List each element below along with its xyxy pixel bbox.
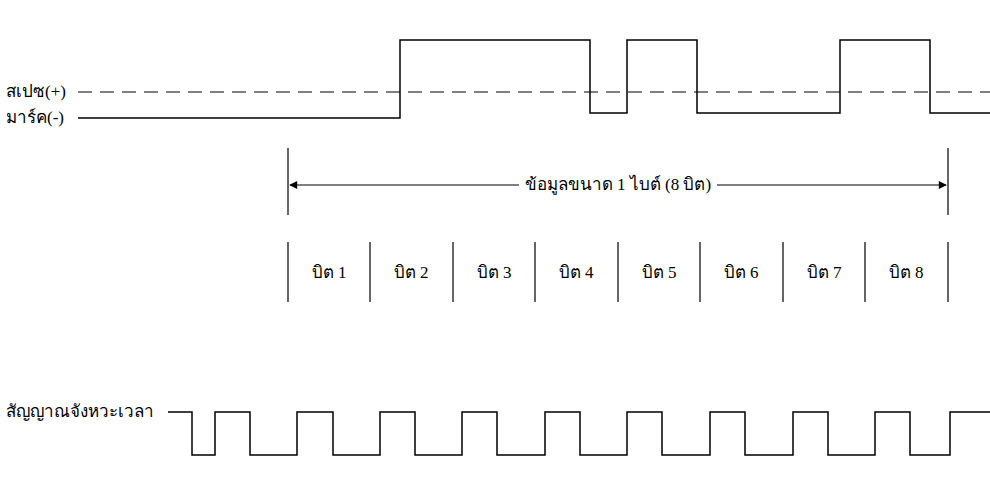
bracket-end (287, 148, 288, 215)
bit-label: บิต 2 (394, 263, 429, 283)
level-label: สเปซ(+) (6, 82, 66, 102)
bit-dividers (288, 242, 948, 302)
span-label: ข้อมูลขนาด 1 ไบต์ (8 บิต) (519, 175, 717, 195)
bit-label: บิต 3 (477, 263, 512, 283)
bit-label: บิต 6 (724, 263, 759, 283)
level-label: มาร์ค(-) (6, 108, 64, 128)
bit-label: บิต 7 (807, 263, 842, 283)
bracket-end (947, 148, 948, 215)
bit-label: บิต 5 (642, 263, 677, 283)
bit-label: บิต 1 (312, 263, 347, 283)
bit-label: บิต 4 (559, 263, 594, 283)
space-level-line (78, 91, 990, 92)
clock-waveform (168, 412, 990, 455)
bit-label: บิต 8 (889, 263, 924, 283)
signal-name: สัญญาณจังหวะเวลา (6, 402, 154, 422)
data-waveform (78, 40, 990, 118)
